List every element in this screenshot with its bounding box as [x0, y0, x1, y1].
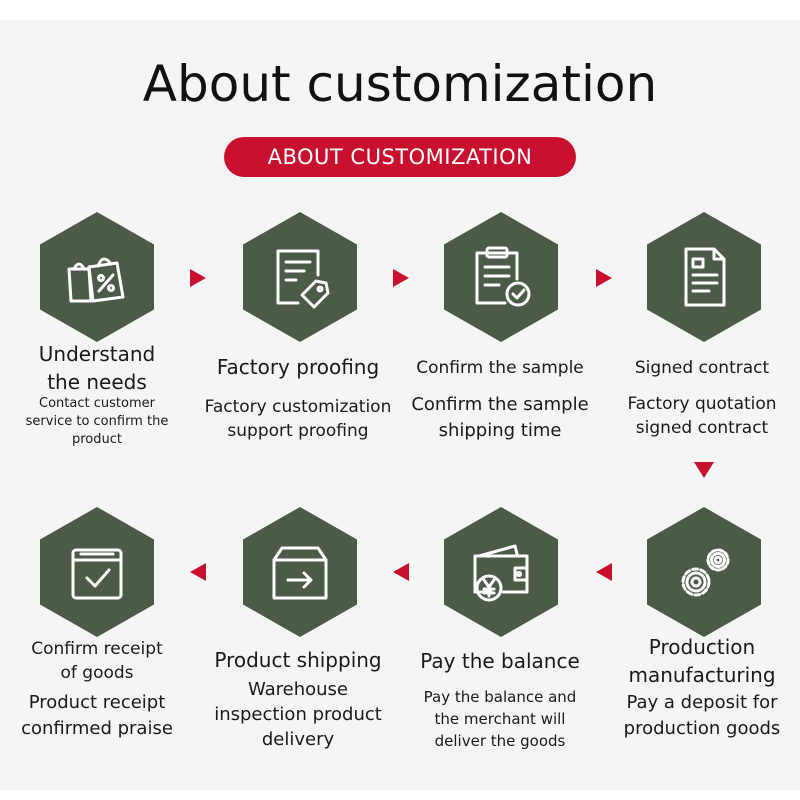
step-1-title-line-1: Understand	[38, 342, 156, 366]
step-8-title: Confirm receipt of goods	[0, 637, 194, 685]
step-5-description: Pay a deposit for production goods	[604, 690, 800, 742]
step-1-description: Contact customer service to confirm the …	[0, 395, 194, 449]
step-2-desc-line-2: support proofing	[227, 421, 369, 441]
step-3-desc-line-2: shipping time	[438, 420, 562, 441]
step-7-title: Product shipping	[196, 646, 400, 674]
step-3-title: Confirm the sample	[400, 356, 600, 380]
step-8-title-line-2: of goods	[60, 663, 134, 683]
step-6-desc-line-2: the merchant will	[434, 710, 566, 728]
step-3-description: Confirm the sample shipping time	[400, 392, 600, 444]
step-3-desc-line-1: Confirm the sample	[411, 394, 589, 415]
flow-arrow-right-1	[190, 269, 206, 287]
gears-icon	[681, 548, 730, 597]
step-2-description: Factory customization support proofing	[198, 395, 398, 443]
step-6-desc-line-1: Pay the balance and	[423, 688, 577, 706]
step-7-desc-line-2: inspection product	[214, 704, 382, 725]
step-5-title-line-2: manufacturing	[628, 663, 776, 687]
step-8-hexagon	[40, 507, 154, 637]
flow-arrow-left-1	[596, 563, 612, 581]
step-4-description: Factory quotation signed contract	[604, 392, 800, 440]
step-4-desc-line-2: signed contract	[635, 418, 769, 438]
step-6-title: Pay the balance	[400, 647, 600, 675]
step-7-desc-line-1: Warehouse	[247, 679, 349, 700]
step-5-title: Production manufacturing	[604, 633, 800, 689]
shopping-bags-icon	[67, 257, 125, 303]
step-7-hexagon	[243, 507, 357, 637]
flow-arrow-right-3	[596, 269, 612, 287]
step-5-hexagon	[647, 507, 761, 637]
step-7-description: Warehouse inspection product delivery	[196, 677, 400, 752]
clipboard-check-icon	[475, 246, 531, 307]
step-1-desc-line-2: service to confirm the	[25, 414, 169, 429]
step-6-description: Pay the balance and the merchant will de…	[400, 686, 600, 752]
step-2-title-line-1: Factory proofing	[216, 355, 380, 379]
wallet-yen-icon	[473, 544, 529, 602]
step-8-desc-line-1: Product receipt	[28, 692, 166, 713]
step-2-title: Factory proofing	[198, 353, 398, 381]
step-7-title-line-1: Product shipping	[214, 648, 382, 672]
step-8-desc-line-2: confirmed praise	[21, 718, 173, 739]
box-check-icon	[71, 548, 123, 600]
step-8-title-line-1: Confirm receipt	[31, 639, 163, 659]
step-7-desc-line-3: delivery	[261, 729, 335, 750]
flow-arrow-right-2	[393, 269, 409, 287]
step-1-desc-line-3: product	[71, 432, 122, 447]
flow-arrow-left-2	[393, 563, 409, 581]
step-6-title-line-1: Pay the balance	[420, 649, 580, 673]
step-5-desc-line-1: Pay a deposit for	[626, 692, 778, 713]
step-4-title-line-1: Signed contract	[634, 358, 770, 378]
step-8-description: Product receipt confirmed praise	[0, 690, 194, 742]
contract-document-icon	[684, 247, 726, 307]
step-6-hexagon	[444, 507, 558, 637]
flow-arrow-down	[694, 462, 714, 478]
step-6-desc-line-3: deliver the goods	[434, 732, 566, 750]
flow-arrow-left-3	[190, 563, 206, 581]
shipping-box-icon	[272, 546, 328, 600]
step-5-desc-line-2: production goods	[623, 718, 781, 739]
document-tag-icon	[276, 249, 330, 309]
step-3-title-line-1: Confirm the sample	[416, 358, 584, 378]
step-1-title-line-2: the needs	[47, 370, 147, 394]
step-1-title: Understand the needs	[0, 340, 194, 396]
step-4-title: Signed contract	[604, 356, 800, 380]
page-title: About customization	[142, 55, 658, 113]
step-5-title-line-1: Production	[648, 635, 756, 659]
section-badge: ABOUT CUSTOMIZATION	[224, 137, 576, 177]
step-2-desc-line-1: Factory customization	[204, 397, 392, 417]
step-1-desc-line-1: Contact customer	[39, 396, 155, 411]
step-4-desc-line-1: Factory quotation	[627, 394, 777, 414]
